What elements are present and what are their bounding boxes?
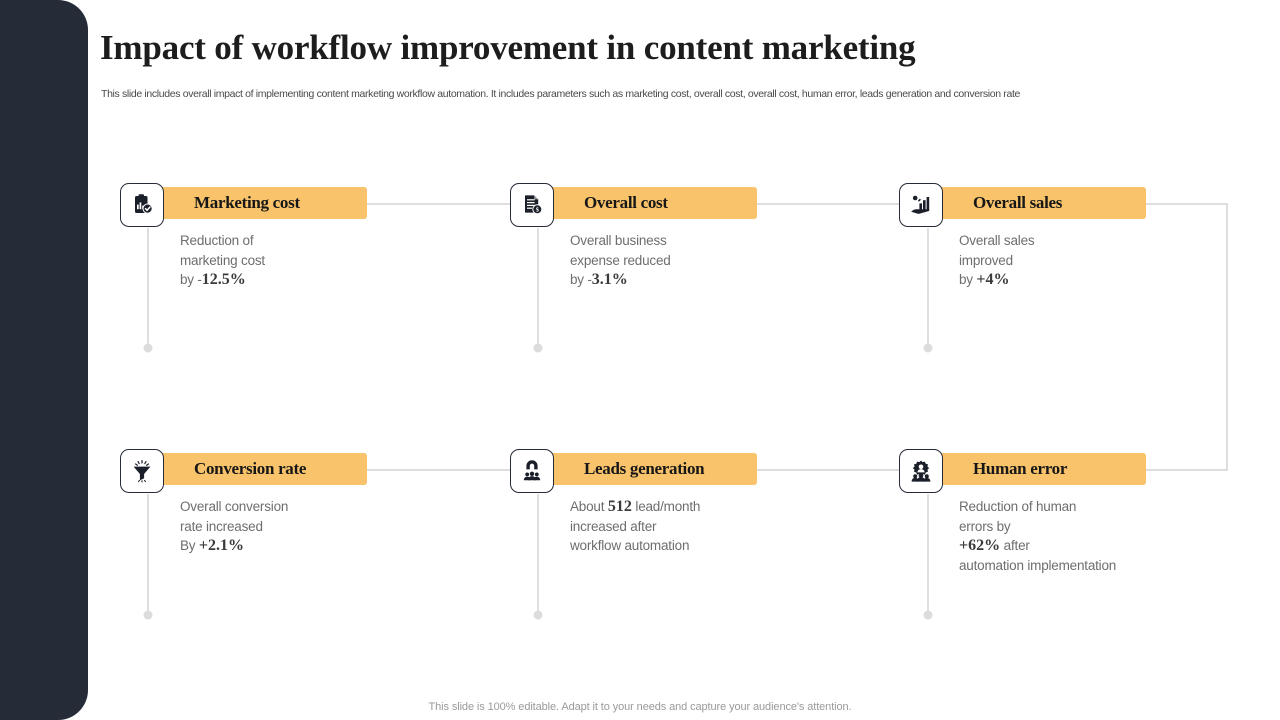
card-metric-overall-sales: +4%	[976, 271, 1010, 288]
card-human-error[interactable]: Human error Reduction of human errors by	[899, 449, 1159, 573]
card-line2-conversion-rate: rate increased	[180, 518, 263, 534]
left-dark-rail	[0, 0, 88, 720]
card-line4-human-error: automation implementation	[959, 557, 1117, 573]
card-body-human-error: Reduction of human errors by +62% after …	[959, 497, 1219, 575]
document-money-icon: $	[510, 183, 554, 227]
card-line3pre-marketing-cost: by -	[180, 272, 202, 287]
card-body-leads-generation: About 512 lead/month increased after wor…	[570, 497, 830, 556]
card-line1-overall-sales: Overall sales	[959, 233, 1035, 248]
svg-text:$: $	[536, 207, 539, 214]
funnel-icon	[120, 449, 164, 493]
dropper-dot-human-error	[923, 610, 933, 620]
card-overall-sales[interactable]: Overall sales Overall sales improved by …	[899, 183, 1146, 288]
card-line1-marketing-cost: Reduction of	[180, 233, 254, 248]
dropper-dot-leads-generation	[533, 610, 543, 620]
card-line2-marketing-cost: marketing cost	[180, 252, 265, 268]
card-title-overall-sales: Overall sales	[973, 193, 1063, 212]
card-body-overall-sales: Overall sales improved by +4%	[959, 231, 1199, 290]
card-header-conversion-rate: Conversion rate	[120, 449, 367, 493]
card-title-leads-generation: Leads generation	[584, 459, 705, 478]
card-body-conversion-rate: Overall conversion rate increased By +2.…	[180, 497, 420, 556]
card-line2-overall-cost: expense reduced	[570, 252, 671, 268]
page-subtitle: This slide includes overall impact of im…	[101, 88, 1020, 100]
card-marketing-cost[interactable]: Marketing cost Reduction of marketing co…	[120, 183, 367, 288]
card-metric-leads-generation: 512	[607, 498, 632, 515]
card-line1-human-error: Reduction of human	[959, 499, 1077, 514]
hand-growth-chart-icon	[899, 183, 943, 227]
dropper-dot-overall-cost	[533, 343, 543, 353]
card-conversion-rate[interactable]: Conversion rate	[120, 449, 367, 554]
card-header-marketing-cost: Marketing cost	[120, 183, 367, 227]
card-title-bar-overall-sales: Overall sales	[931, 187, 1146, 219]
card-line3pre-leads-generation: About	[570, 499, 608, 514]
magnet-people-icon	[510, 449, 554, 493]
card-line4-leads-generation: increased after workflow automation	[570, 518, 690, 554]
card-line3post-human-error: after	[1000, 538, 1030, 553]
page-title: Impact of workflow improvement in conten…	[100, 28, 916, 67]
card-line2-human-error: errors by	[959, 518, 1011, 534]
footer-note: This slide is 100% editable. Adapt it to…	[428, 701, 852, 713]
card-metric-human-error: +62%	[959, 537, 1001, 554]
card-header-human-error: Human error	[899, 449, 1159, 493]
dropper-dot-conversion-rate	[143, 610, 153, 620]
card-title-bar-human-error: Human error	[931, 453, 1146, 485]
card-metric-marketing-cost: 12.5%	[201, 271, 246, 288]
card-title-conversion-rate: Conversion rate	[194, 459, 307, 478]
card-header-leads-generation: Leads generation	[510, 449, 770, 493]
card-title-bar-marketing-cost: Marketing cost	[152, 187, 367, 219]
card-line1-overall-cost: Overall business	[570, 233, 667, 248]
card-body-overall-cost: Overall business expense reduced by -3.1…	[570, 231, 810, 290]
card-title-bar-conversion-rate: Conversion rate	[152, 453, 367, 485]
card-title-bar-leads-generation: Leads generation	[542, 453, 757, 485]
card-title-overall-cost: Overall cost	[584, 193, 668, 212]
card-metric-conversion-rate: +2.1%	[198, 537, 245, 554]
card-title-marketing-cost: Marketing cost	[194, 193, 300, 212]
card-header-overall-cost: Overall cost $	[510, 183, 757, 227]
card-metric-overall-cost: 3.1%	[591, 271, 628, 288]
card-overall-cost[interactable]: Overall cost $ Overall busin	[510, 183, 757, 288]
card-title-human-error: Human error	[973, 459, 1068, 478]
card-line3pre-conversion-rate: By	[180, 538, 199, 553]
dropper-dot-marketing-cost	[143, 343, 153, 353]
card-line3pre-overall-sales: by	[959, 272, 977, 287]
dropper-dot-overall-sales	[923, 343, 933, 353]
card-line3post-leads-generation: lead/month	[631, 499, 701, 514]
card-leads-generation[interactable]: Leads generation About 512 lead/month in…	[510, 449, 770, 553]
clipboard-chart-check-icon	[120, 183, 164, 227]
card-header-overall-sales: Overall sales	[899, 183, 1146, 227]
gear-people-icon	[899, 449, 943, 493]
card-title-bar-overall-cost: Overall cost	[542, 187, 757, 219]
card-body-marketing-cost: Reduction of marketing cost by -12.5%	[180, 231, 420, 290]
card-line1-conversion-rate: Overall conversion	[180, 499, 289, 514]
card-line2-overall-sales: improved	[959, 252, 1013, 268]
card-line3pre-overall-cost: by -	[570, 272, 592, 287]
